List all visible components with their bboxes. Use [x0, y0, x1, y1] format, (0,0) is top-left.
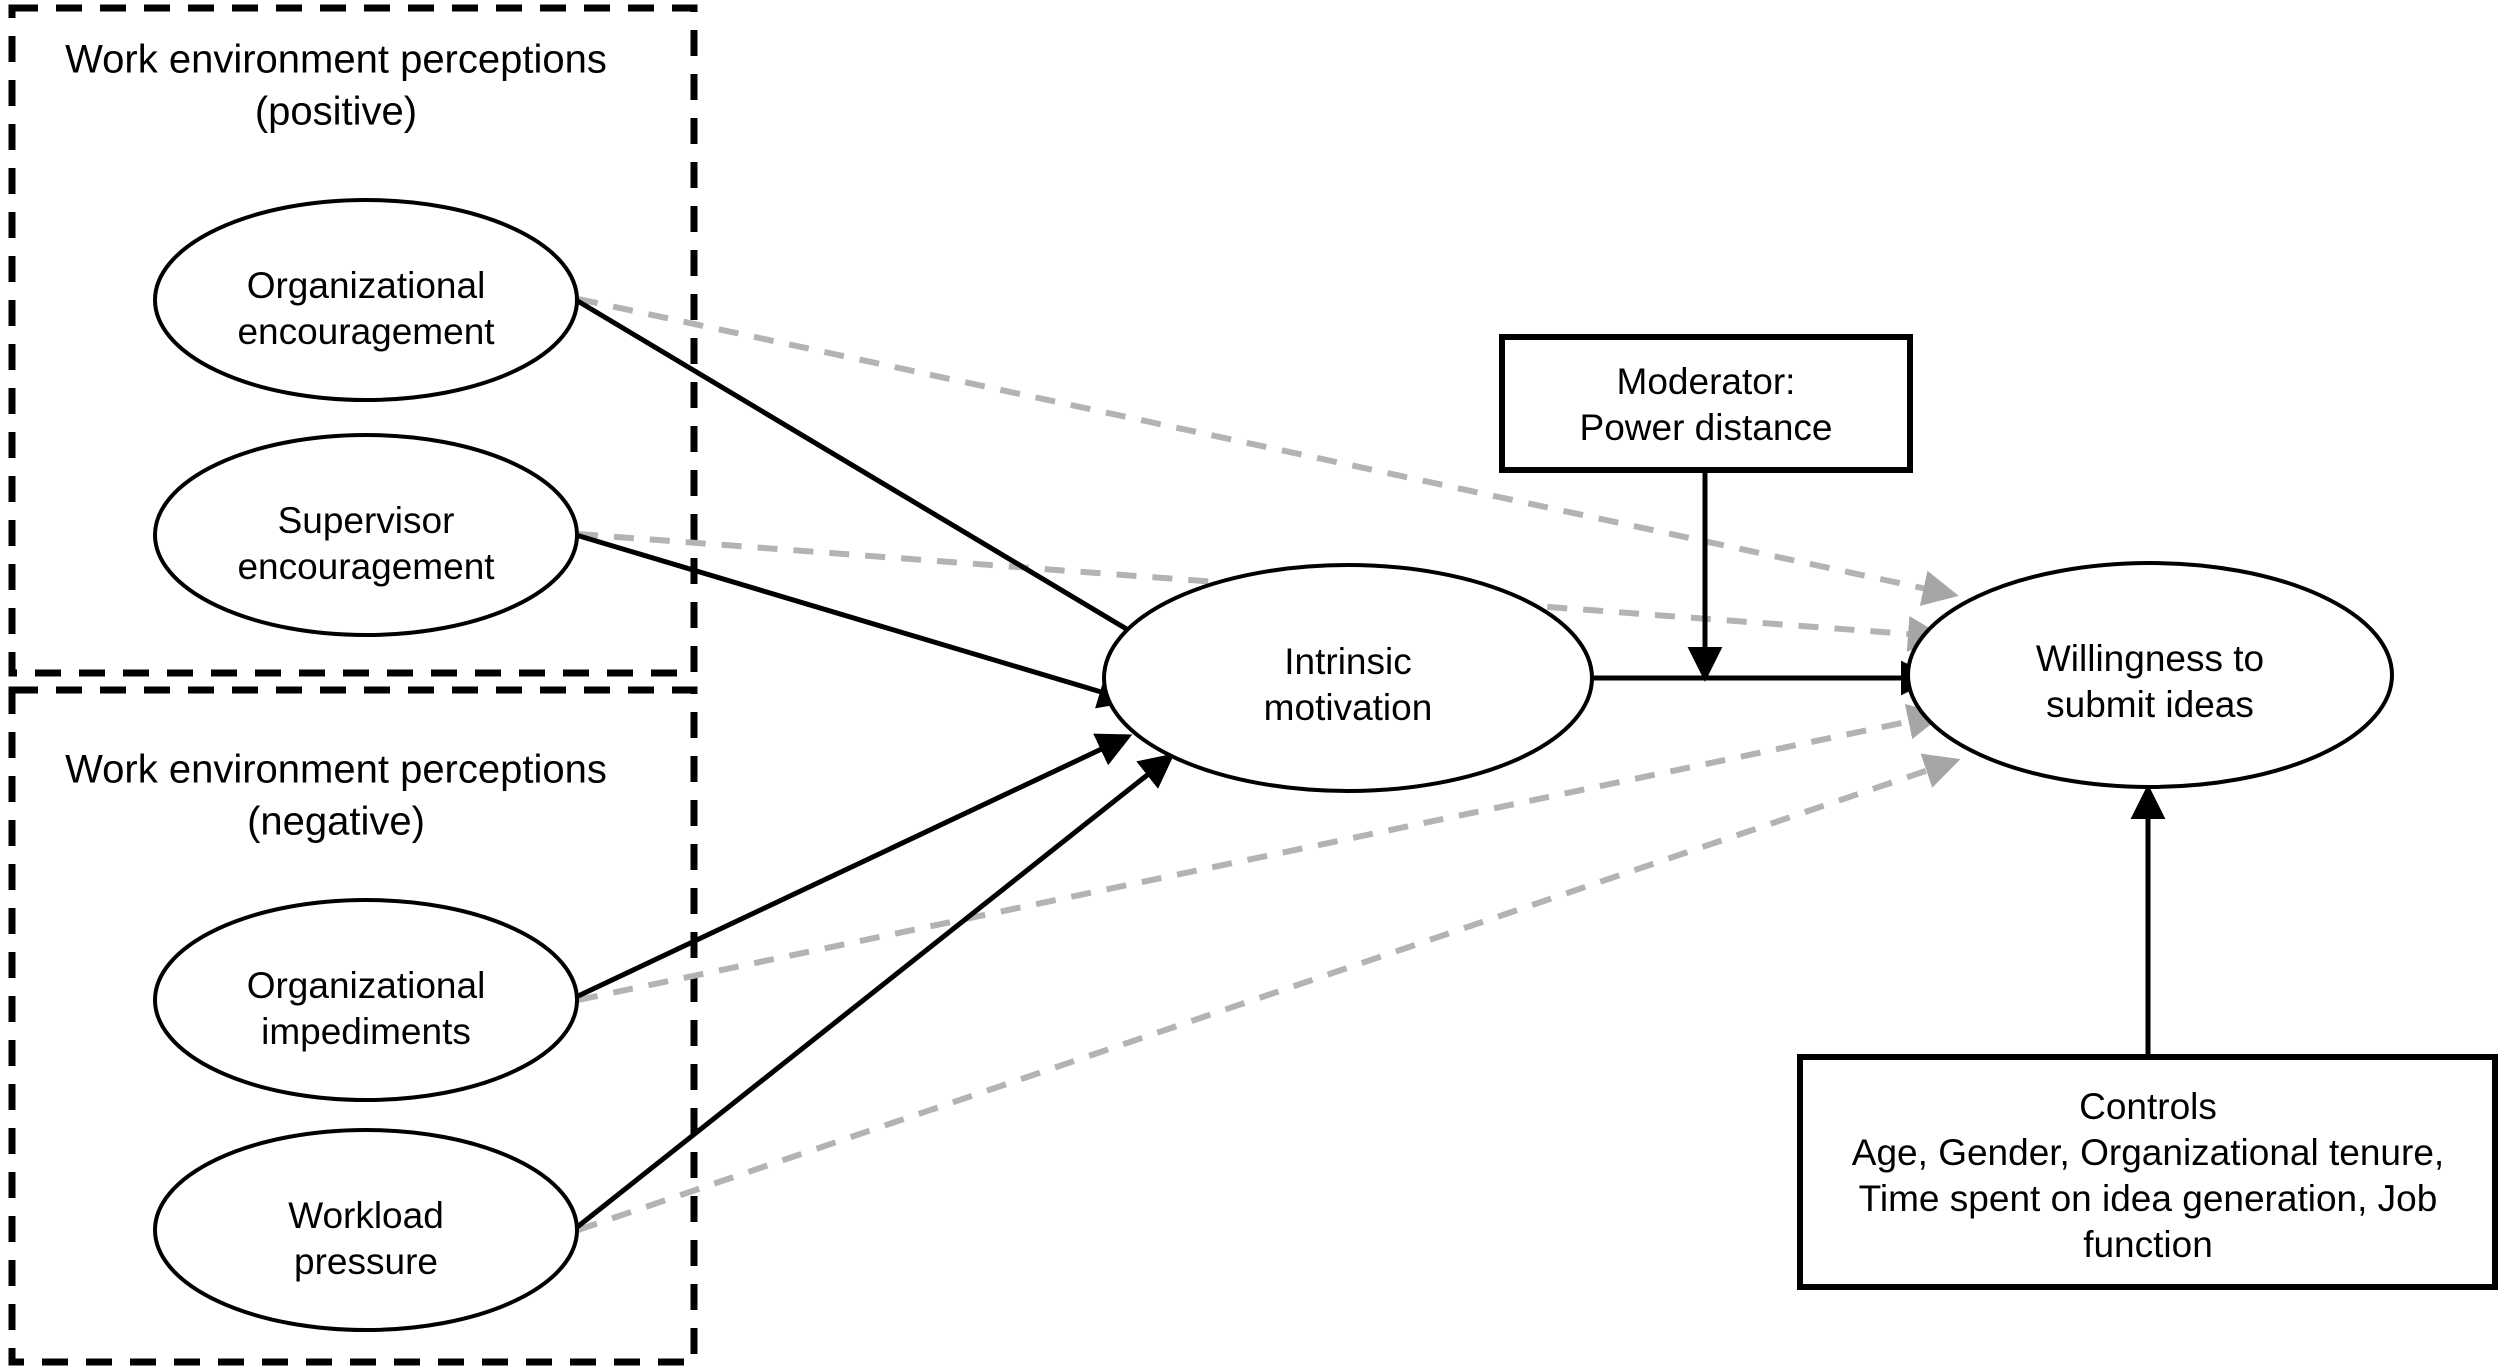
group-box-positive: Work environment perceptions (positive)	[8, 4, 698, 677]
group-positive-label-line1: Work environment perceptions	[65, 38, 607, 82]
node-sup-encouragement-label-line1: Supervisor	[278, 500, 455, 541]
node-org-impediments[interactable]: Organizational impediments	[153, 898, 579, 1102]
box-moderator-label-line2: Power distance	[1580, 407, 1833, 448]
node-workload-pressure-label-line1: Workload	[288, 1195, 444, 1236]
box-moderator-label-line1: Moderator:	[1617, 361, 1796, 402]
group-box-negative: Work environment perceptions (negative)	[8, 686, 698, 1366]
node-org-encouragement-label-line2: encouragement	[237, 311, 495, 352]
node-sup-encouragement-label-line2: encouragement	[237, 546, 495, 587]
edge-org-encouragement-to-willingness	[577, 296, 1959, 606]
group-negative-label-line1: Work environment perceptions	[65, 748, 607, 792]
node-org-encouragement-label-line1: Organizational	[247, 265, 486, 306]
box-controls-label-line4: function	[2083, 1224, 2213, 1265]
box-controls-label-line2: Age, Gender, Organizational tenure,	[1852, 1132, 2444, 1173]
node-willingness-label-line2: submit ideas	[2046, 684, 2254, 725]
node-willingness-to-submit-ideas[interactable]: Willingness to submit ideas	[1906, 561, 2394, 789]
group-positive-label-line2: (positive)	[255, 90, 417, 134]
dashed-direct-effect-edges	[577, 296, 1961, 1233]
node-intrinsic-motivation-label-line1: Intrinsic	[1284, 641, 1411, 682]
box-controls[interactable]: Controls Age, Gender, Organizational ten…	[1797, 1054, 2498, 1290]
edge-workload-pressure-to-willingness	[577, 753, 1961, 1233]
box-moderator[interactable]: Moderator: Power distance	[1499, 334, 1913, 473]
node-org-impediments-label-line2: impediments	[261, 1011, 471, 1052]
node-intrinsic-motivation-label-line2: motivation	[1264, 687, 1433, 728]
node-workload-pressure[interactable]: Workload pressure	[153, 1128, 579, 1332]
box-controls-label-line3: Time spent on idea generation, Job	[1859, 1178, 2438, 1219]
group-negative-label-line2: (negative)	[247, 800, 425, 844]
node-sup-encouragement[interactable]: Supervisor encouragement	[153, 433, 579, 637]
edge-workload-pressure-to-motivation	[574, 753, 1175, 1230]
box-controls-label-line1: Controls	[2079, 1086, 2217, 1127]
edge-org-encouragement-to-motivation	[574, 297, 1171, 655]
node-workload-pressure-label-line2: pressure	[294, 1241, 438, 1282]
node-org-impediments-label-line1: Organizational	[247, 965, 486, 1006]
node-intrinsic-motivation[interactable]: Intrinsic motivation	[1102, 563, 1594, 793]
node-willingness-label-line1: Willingness to	[2036, 638, 2264, 679]
solid-mediation-edges	[574, 297, 2166, 1230]
edge-sup-encouragement-to-willingness	[577, 531, 1944, 652]
node-org-encouragement[interactable]: Organizational encouragement	[153, 198, 579, 402]
edge-org-impediments-to-willingness	[577, 703, 1944, 1003]
edge-org-impediments-to-motivation	[574, 733, 1133, 1000]
edge-sup-encouragement-to-motivation	[575, 532, 1134, 709]
